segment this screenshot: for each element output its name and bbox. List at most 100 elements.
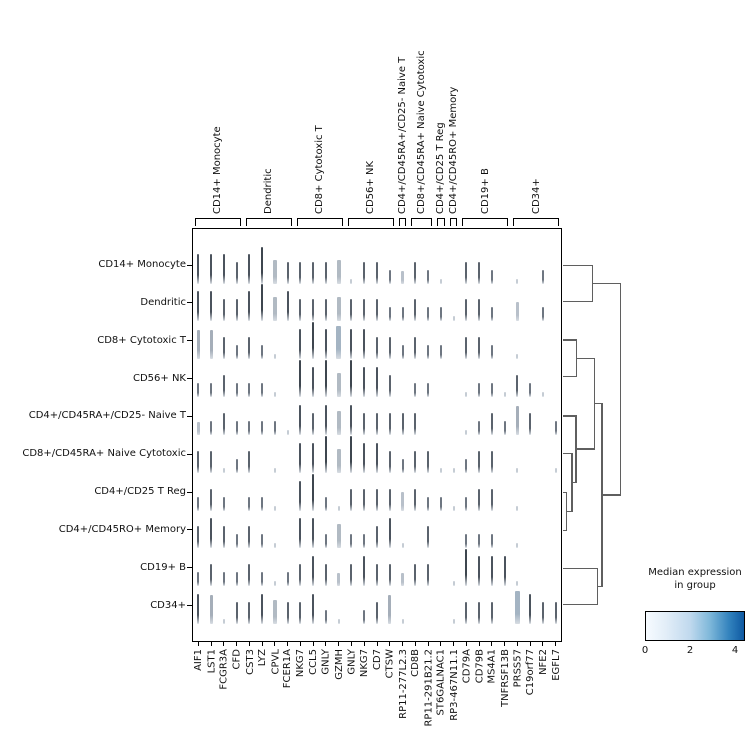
violin-cell [210,383,213,398]
violin-cell [490,383,493,398]
violin-cell [210,420,213,435]
column-tick [389,642,391,646]
gene-label: TNFRSF13B [499,649,511,707]
violin-cell [350,329,353,360]
violin-cell [235,299,238,322]
violin-cell [478,420,481,435]
violin-cell [197,450,200,473]
row-label: CD34+ [150,599,186,611]
violin-cell [363,261,366,284]
violin-cell [515,302,519,322]
violin-cell [222,572,225,587]
violin-cell [248,253,251,284]
violin-cell [414,450,417,473]
violin-cell [299,360,302,398]
dendrogram-segment [563,375,577,378]
gene-label: FCER1A [282,649,294,689]
violin-cell [272,297,277,322]
violin-cell [299,299,302,322]
row-label: CD8+ Cytotoxic T [97,334,186,346]
violin-cell [312,322,315,360]
column-group-label: CD4+/CD45RA+/CD25- Naive T [397,56,409,214]
violin-cell [350,435,353,473]
violin-cell [312,594,315,625]
violin-cell [363,488,366,511]
row-tick [187,491,192,493]
violin-cell [363,412,366,435]
violin-cell [196,421,200,435]
column-group-bracket [296,217,343,226]
dendrogram-segment [566,510,572,513]
column-tick [261,642,263,646]
violin-cell [427,345,430,360]
gene-label: RP11-291B21.2 [423,649,435,727]
colorbar-title-line2: in group [674,580,716,591]
violin-cell [465,392,468,398]
violin-cell [324,496,327,511]
violin-cell [324,435,327,473]
column-tick [427,642,429,646]
gene-label: NFE2 [537,649,549,675]
violin-cell [376,337,378,360]
violin-cell [490,556,493,587]
violin-cell [197,526,200,549]
column-group-bracket [245,217,292,226]
violin-cell [312,473,315,511]
violin-cell [388,269,391,284]
violin-cell [516,543,519,549]
violin-cell [490,488,493,511]
violin-cell [478,337,481,360]
violin-cell [336,448,341,473]
violin-cell [465,549,468,587]
colorbar-tick-label: 2 [686,645,694,656]
violin-cell [273,581,276,587]
violin-cell [516,505,519,511]
colorbar-gradient [645,611,745,641]
column-tick [312,642,314,646]
violin-cell [516,375,519,398]
violin-cell [324,360,327,398]
column-tick [504,642,506,646]
dendrogram-segment [597,585,602,588]
violin-cell [197,496,200,511]
violin-cell [197,572,200,587]
dendrogram-segment [563,567,598,570]
violin-cell [337,573,341,587]
column-group-bracket [398,217,407,226]
row-tick [187,264,192,266]
column-tick [325,642,327,646]
column-tick [478,642,480,646]
violin-cell [427,383,430,398]
column-tick [516,642,518,646]
dendrogram-segment [563,529,567,532]
violin-cell [554,420,557,435]
violin-cell [222,619,225,625]
violin-cell [478,602,481,625]
row-label: CD8+/CD45RA+ Naive Cytotoxic [22,448,186,460]
violin-cell [541,392,544,398]
violin-cell [324,329,327,360]
violin-cell [388,564,391,587]
row-tick [187,529,192,531]
gene-label: CD7 [372,649,383,671]
gene-label: PRSS57 [512,649,524,688]
row-label: CD4+/CD45RO+ Memory [58,523,186,535]
violin-cell [490,450,493,473]
dendrogram-segment [563,339,577,341]
violin-cell [248,337,251,360]
dendrogram-segment [563,603,598,606]
column-tick [248,642,250,646]
violin-cell [312,556,315,587]
row-label: CD19+ B [140,561,186,573]
violin-cell [541,307,544,322]
violin-cell [248,602,251,625]
violin-cell [363,442,366,473]
column-tick [338,642,340,646]
violin-cell [248,526,251,549]
violin-cell [541,269,544,284]
violin-cell [439,496,442,511]
column-tick [529,642,531,646]
gene-label: RP3-467N11.1 [448,649,460,721]
dendrogram-segment [592,282,621,285]
